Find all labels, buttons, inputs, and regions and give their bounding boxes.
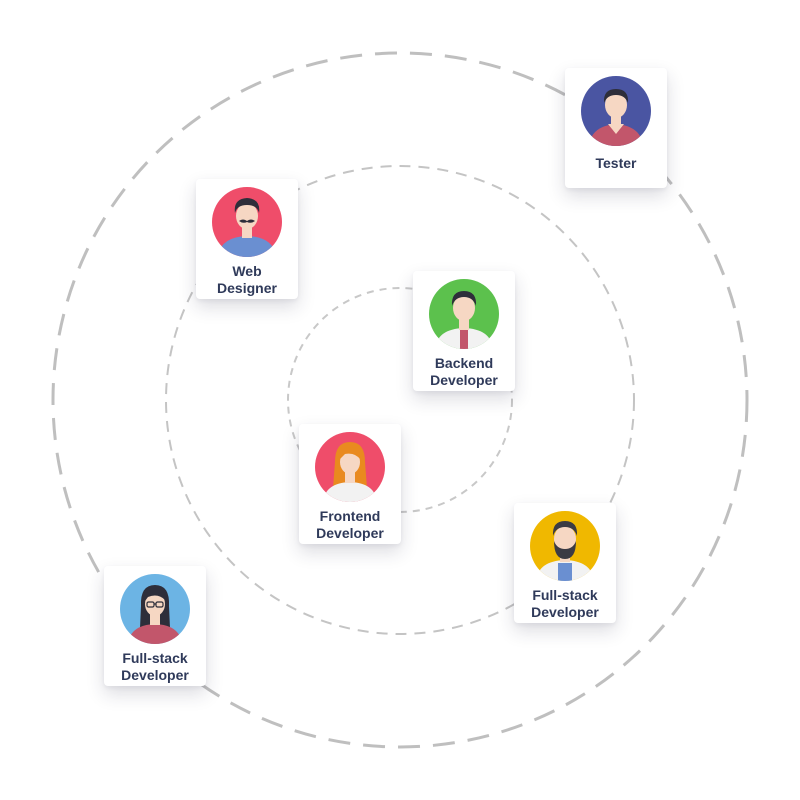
fullstack-developer-female-avatar-icon [120, 574, 190, 644]
role-card-fullstack-developer-female[interactable]: Full-stack Developer [104, 566, 206, 686]
role-card-frontend-developer[interactable]: Frontend Developer [299, 424, 401, 544]
role-name: Frontend Developer [316, 508, 384, 541]
frontend-developer-avatar-icon [315, 432, 385, 502]
role-name: Web Designer [217, 263, 277, 296]
role-card-tester[interactable]: Tester [565, 68, 667, 188]
role-name: Full-stack Developer [121, 650, 189, 683]
middle-orbit-ring [165, 165, 635, 635]
web-designer-avatar-icon [212, 187, 282, 257]
role-name: Backend Developer [430, 355, 498, 388]
tester-avatar-icon [581, 76, 651, 146]
role-name: Tester [595, 155, 637, 171]
role-card-web-designer[interactable]: Web Designer [196, 179, 298, 299]
role-name: Full-stack Developer [531, 587, 599, 620]
role-card-backend-developer[interactable]: Backend Developer [413, 271, 515, 391]
outer-orbit-ring [51, 51, 749, 749]
role-card-fullstack-developer-male[interactable]: Full-stack Developer [514, 503, 616, 623]
fullstack-developer-male-avatar-icon [530, 511, 600, 581]
backend-developer-avatar-icon [429, 279, 499, 349]
